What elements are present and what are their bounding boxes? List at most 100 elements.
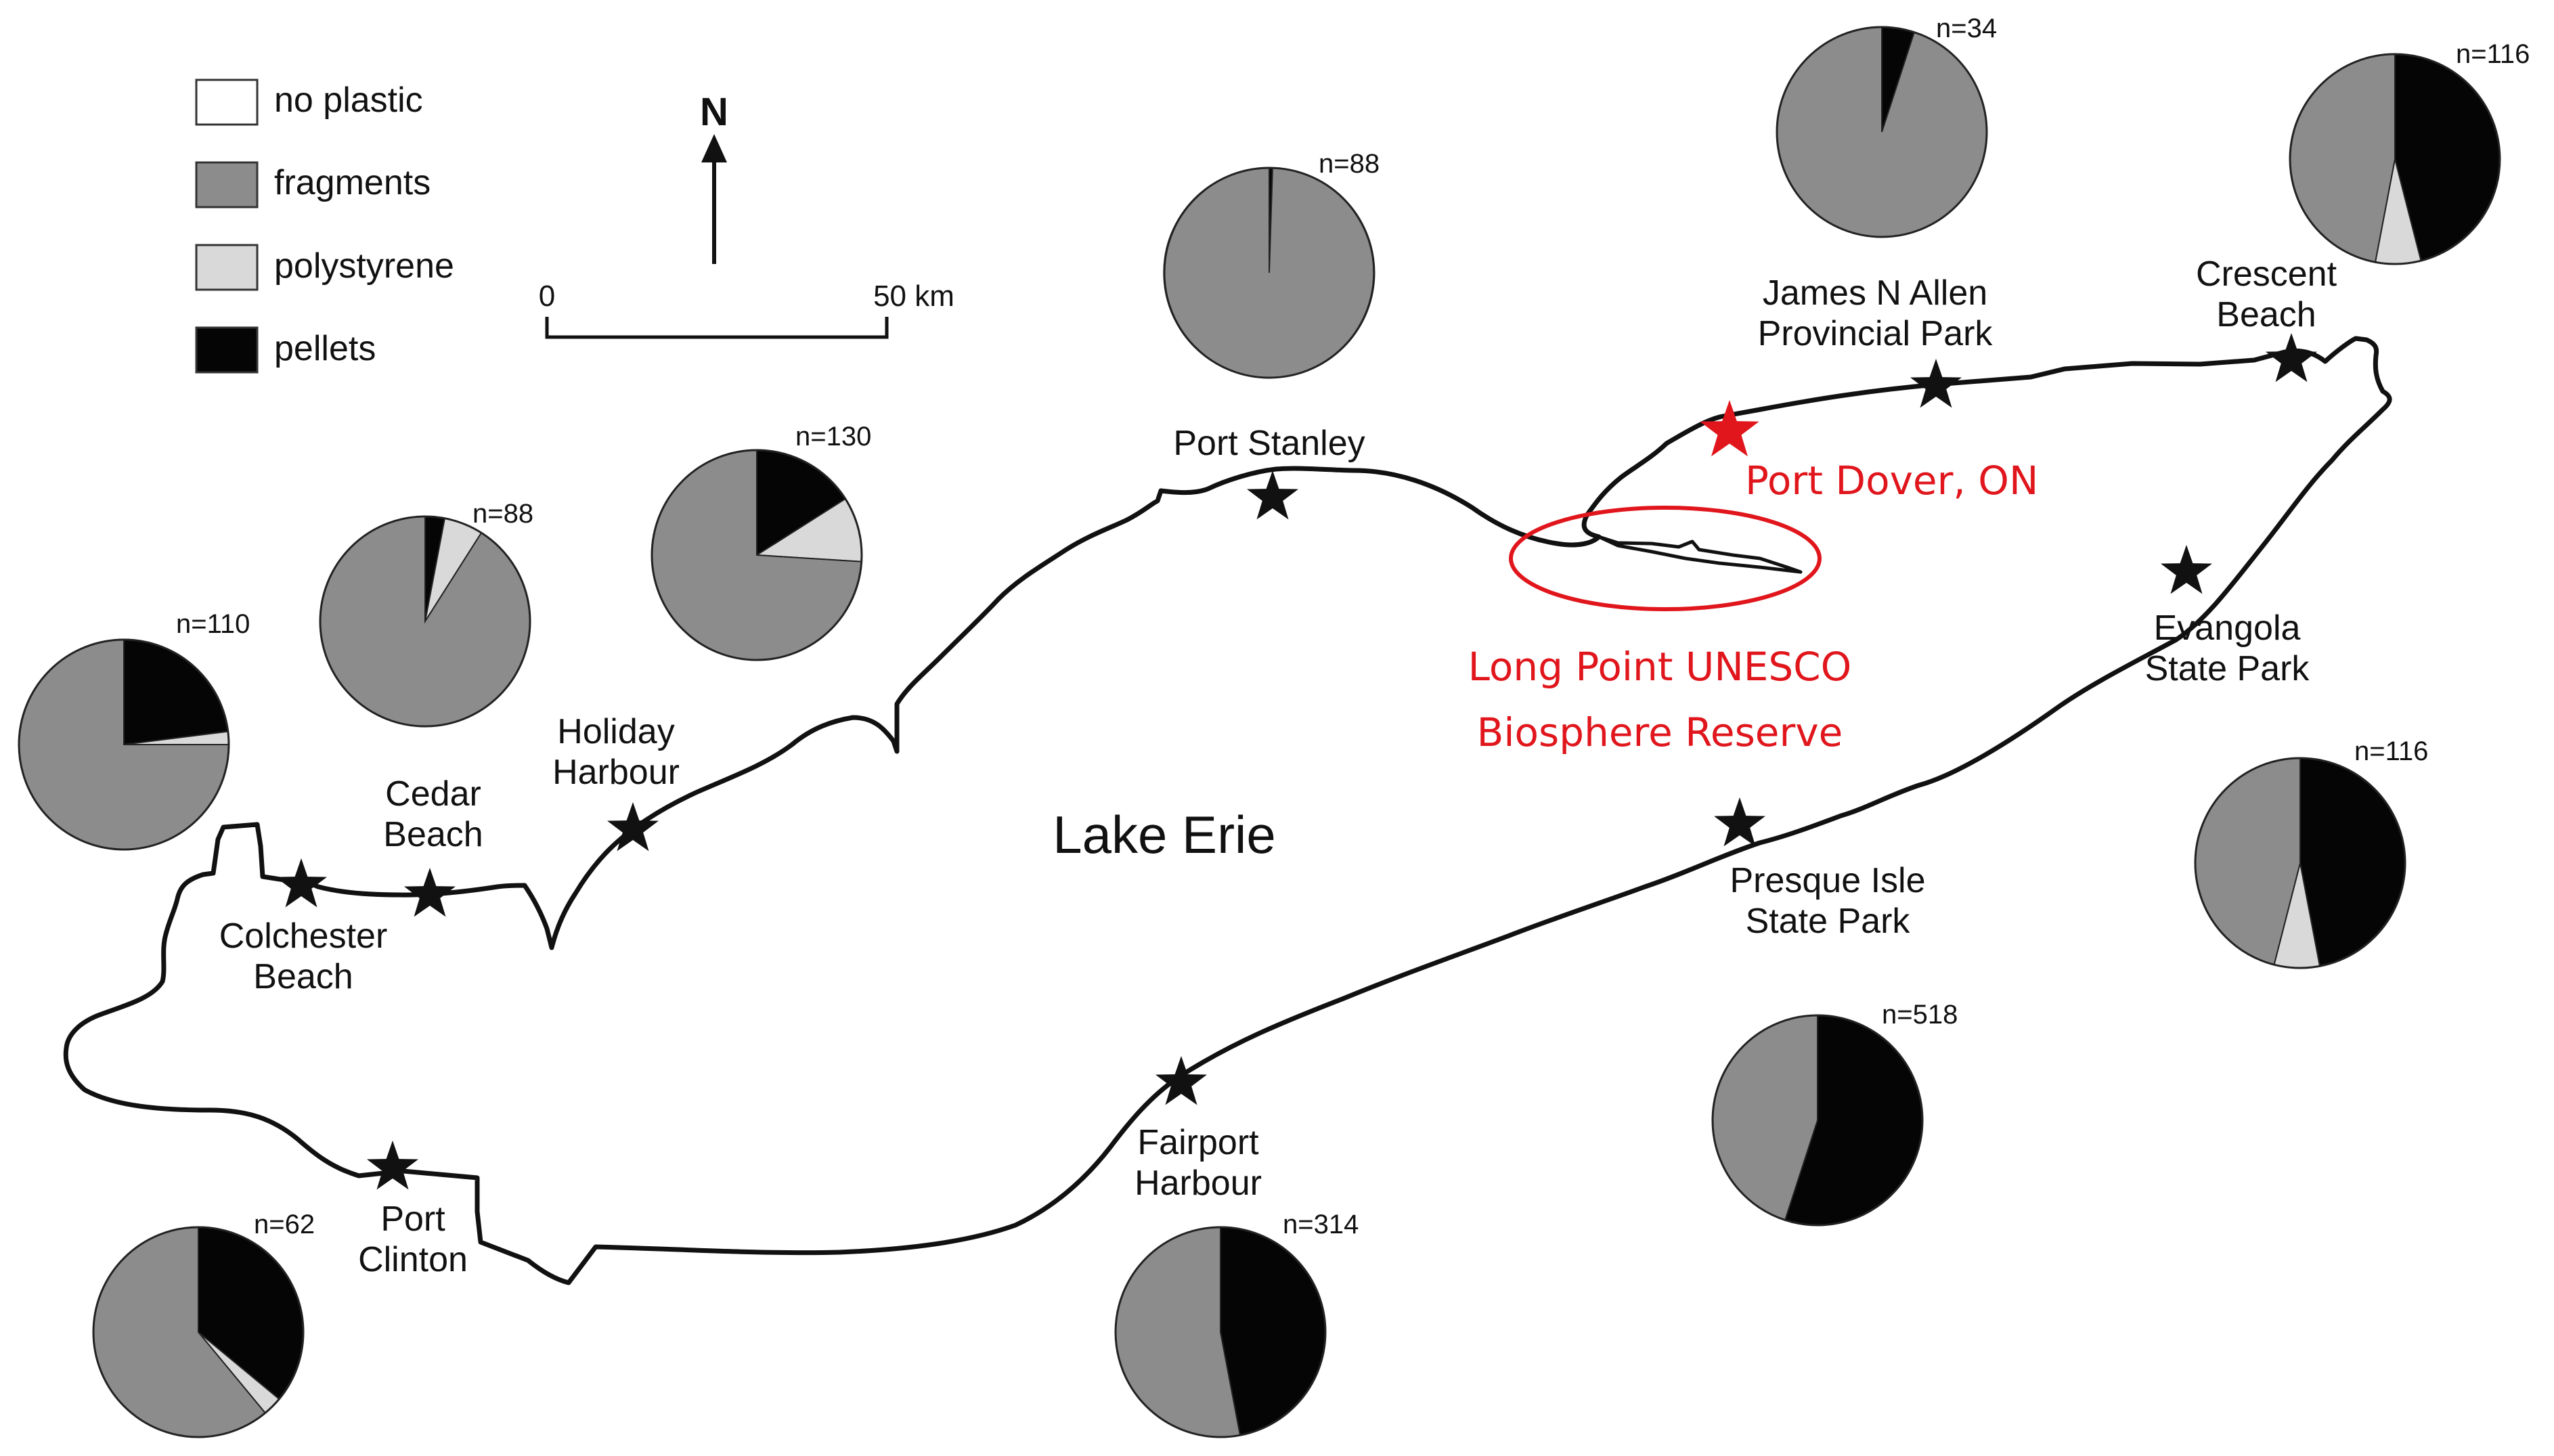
legend: no plastic fragments polystyrene pellets [195,79,454,374]
site-star-cedar-beach-icon [404,868,456,917]
legend-swatch-no-plastic [195,79,259,126]
legend-swatch-fragments [195,161,259,208]
site-label-line: Fairport [1137,1123,1259,1162]
scale-end-label: 50 km [873,280,954,313]
pie-slice-pellets [1220,1226,1327,1436]
port-dover-label: Port Dover, ON [1745,458,2038,504]
port-dover-star-icon [1700,400,1759,457]
pie-outline [18,638,230,851]
pie-chart-cedar-beach: n=88 [319,499,533,728]
site-label-line: State Park [2145,649,2310,688]
legend-swatch-polystyrene [195,244,259,291]
site-label-line: Beach [2216,295,2316,334]
pie-outline [1114,1226,1327,1438]
site-label-line: Beach [253,957,353,996]
legend-label-polystyrene: polystyrene [274,246,454,286]
long-point-label-line2: Biosphere Reserve [1477,709,1843,755]
site-label-line: Beach [383,815,483,854]
pie-outline [1711,1014,1924,1227]
pie-slice-pellets [2299,757,2406,967]
pie-n-label: n=314 [1283,1210,1359,1239]
long-point-label-line1: Long Point UNESCO [1468,644,1852,690]
long-point-spit [1597,535,1803,574]
legend-swatch-pellets [195,326,259,374]
site-star-fairport-harbour-icon [1155,1056,1207,1105]
pie-outline [2289,53,2501,265]
site-label-port-stanley: Port Stanley [1173,424,1365,463]
pie-chart-fairport-harbour: n=314 [1114,1210,1359,1438]
lake-shoreline [63,336,2392,1285]
site-label-line: Port [380,1199,445,1239]
pie-chart-presque-isle: n=518 [1711,1000,1958,1227]
site-label-line: Colchester [219,917,388,956]
site-label-line: Crescent [2196,255,2337,294]
site-star-colchester-beach-icon [276,858,327,908]
pie-n-label: n=62 [254,1210,315,1239]
site-label-line: Port Stanley [1173,424,1365,463]
pie-chart-evangola: n=116 [2194,736,2428,969]
pie-n-label: n=88 [1319,149,1380,179]
site-star-presque-isle-icon [1714,797,1765,847]
site-star-crescent-beach-icon [2266,333,2317,382]
legend-label-fragments: fragments [274,163,431,202]
pie-n-label: n=88 [472,499,533,529]
site-label-line: Cedar [385,774,481,814]
site-star-port-stanley-icon [1247,470,1298,520]
pie-chart-port-clinton: n=62 [92,1210,315,1438]
scale-bar-line [545,317,889,339]
pie-outline [319,515,531,728]
pie-outline [2194,757,2406,969]
north-arrow-head-icon [701,134,727,162]
pie-slice-fragments [1776,26,1987,238]
north-arrow: N [700,90,728,264]
pie-n-label: n=34 [1936,14,1997,43]
pie-charts: n=110 n=88 n=130 n=88 n=34 n=116 n=116 n… [18,14,2530,1438]
long-point-highlight [1509,506,1822,611]
north-label: N [700,90,728,134]
pie-outline [651,449,863,661]
site-label-line: Holiday [557,712,674,751]
pie-n-label: n=116 [2456,39,2530,69]
pie-chart-holiday-harbour: n=130 [651,422,871,661]
pie-outline [1776,26,1988,238]
pie-chart-colchester-beach: n=110 [18,609,250,851]
legend-label-no-plastic: no plastic [274,81,423,120]
pie-chart-james-n-allen: n=34 [1776,14,1997,238]
site-label-line: Clinton [358,1240,468,1279]
pie-outline [1163,167,1375,379]
pie-chart-crescent-beach: n=116 [2289,39,2530,265]
lake-label: Lake Erie [1053,805,1276,864]
pie-n-label: n=518 [1882,1000,1958,1030]
scale-bar: 0 50 km [539,280,954,339]
pie-slice-pellets [123,638,229,746]
pie-slice-fragments [2289,53,2396,263]
site-label-line: James N Allen [1763,273,1987,313]
pie-n-label: n=116 [2354,736,2428,766]
site-label-line: Presque Isle [1730,861,1925,900]
pie-outline [92,1226,305,1438]
site-label-line: State Park [1746,902,1911,941]
site-label-line: Evangola [2154,609,2301,648]
site-star-port-clinton-icon [367,1141,418,1190]
pie-n-label: n=110 [176,609,250,639]
site-label-line: Harbour [552,753,680,792]
scale-start-label: 0 [539,280,555,313]
site-star-holiday-harbour-icon [607,802,659,852]
pie-chart-port-stanley: n=88 [1163,149,1380,379]
site-star-evangola-icon [2161,545,2212,594]
site-label-line: Harbour [1135,1164,1262,1203]
site-star-james-n-allen-icon [1910,359,1962,408]
pie-n-label: n=130 [795,422,871,451]
site-label-line: Provincial Park [1758,314,1994,353]
